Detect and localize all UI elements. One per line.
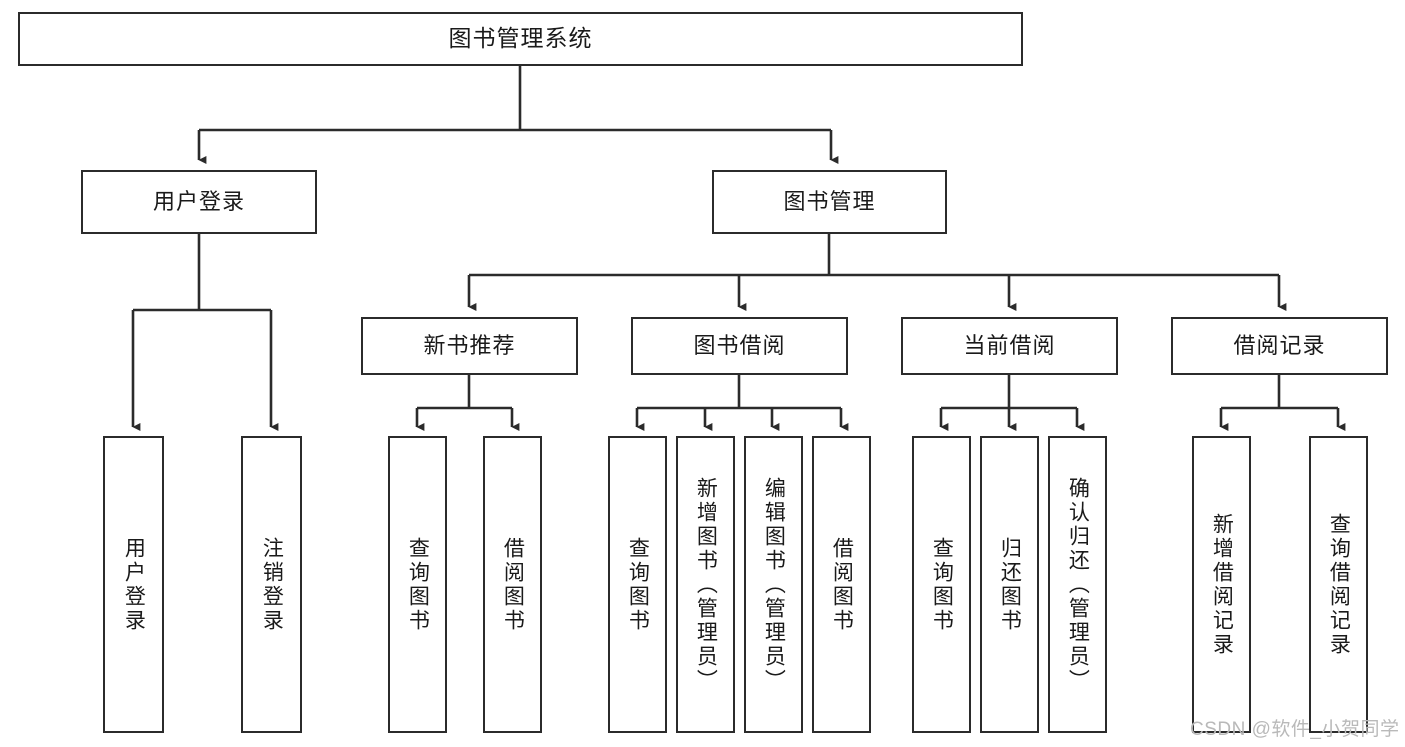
node-new-book-recommend[interactable]: 新书推荐 xyxy=(361,317,578,375)
leaf-new-book-borrow-book[interactable]: 借阅图书 xyxy=(483,436,542,733)
node-root-book-management-system[interactable]: 图书管理系统 xyxy=(18,12,1023,66)
leaf-book-borrow-edit-book-admin[interactable]: 编辑图书（管理员） xyxy=(744,436,803,733)
node-label: 查询图书 xyxy=(626,536,650,633)
leaf-user-login-login[interactable]: 用户登录 xyxy=(103,436,164,733)
csdn-watermark: CSDN @软件_小贺同学 xyxy=(1190,719,1400,740)
leaf-book-borrow-add-book-admin[interactable]: 新增图书（管理员） xyxy=(676,436,735,733)
node-label: 编辑图书（管理员） xyxy=(762,476,786,693)
node-book-management[interactable]: 图书管理 xyxy=(712,170,947,234)
node-label: 用户登录 xyxy=(152,188,245,214)
node-borrow-records[interactable]: 借阅记录 xyxy=(1171,317,1388,375)
node-label: 图书借阅 xyxy=(693,332,786,358)
leaf-new-book-query-book[interactable]: 查询图书 xyxy=(388,436,447,733)
node-book-borrow[interactable]: 图书借阅 xyxy=(631,317,848,375)
node-label: 借阅记录 xyxy=(1233,332,1326,358)
node-current-borrow[interactable]: 当前借阅 xyxy=(901,317,1118,375)
node-label: 确认归还（管理员） xyxy=(1066,476,1090,693)
node-label: 图书管理 xyxy=(783,188,876,214)
leaf-current-borrow-return-book[interactable]: 归还图书 xyxy=(980,436,1039,733)
leaf-book-borrow-borrow-book[interactable]: 借阅图书 xyxy=(812,436,871,733)
node-label: 借阅图书 xyxy=(501,536,525,633)
node-label: 图书管理系统 xyxy=(448,25,593,52)
leaf-records-query-borrow-record[interactable]: 查询借阅记录 xyxy=(1309,436,1368,733)
node-user-login[interactable]: 用户登录 xyxy=(81,170,317,234)
node-label: 当前借阅 xyxy=(963,332,1056,358)
leaf-book-borrow-query-book[interactable]: 查询图书 xyxy=(608,436,667,733)
node-label: 新增图书（管理员） xyxy=(694,476,718,693)
node-label: 归还图书 xyxy=(998,536,1022,633)
leaf-current-borrow-query-book[interactable]: 查询图书 xyxy=(912,436,971,733)
node-label: 注销登录 xyxy=(260,536,284,633)
node-label: 用户登录 xyxy=(122,536,146,633)
node-label: 查询借阅记录 xyxy=(1327,512,1351,657)
node-label: 查询图书 xyxy=(406,536,430,633)
node-label: 借阅图书 xyxy=(830,536,854,633)
leaf-user-login-logout[interactable]: 注销登录 xyxy=(241,436,302,733)
node-label: 新书推荐 xyxy=(423,332,516,358)
node-label: 新增借阅记录 xyxy=(1210,512,1234,657)
leaf-records-add-borrow-record[interactable]: 新增借阅记录 xyxy=(1192,436,1251,733)
leaf-current-borrow-confirm-return-admin[interactable]: 确认归还（管理员） xyxy=(1048,436,1107,733)
node-label: 查询图书 xyxy=(930,536,954,633)
